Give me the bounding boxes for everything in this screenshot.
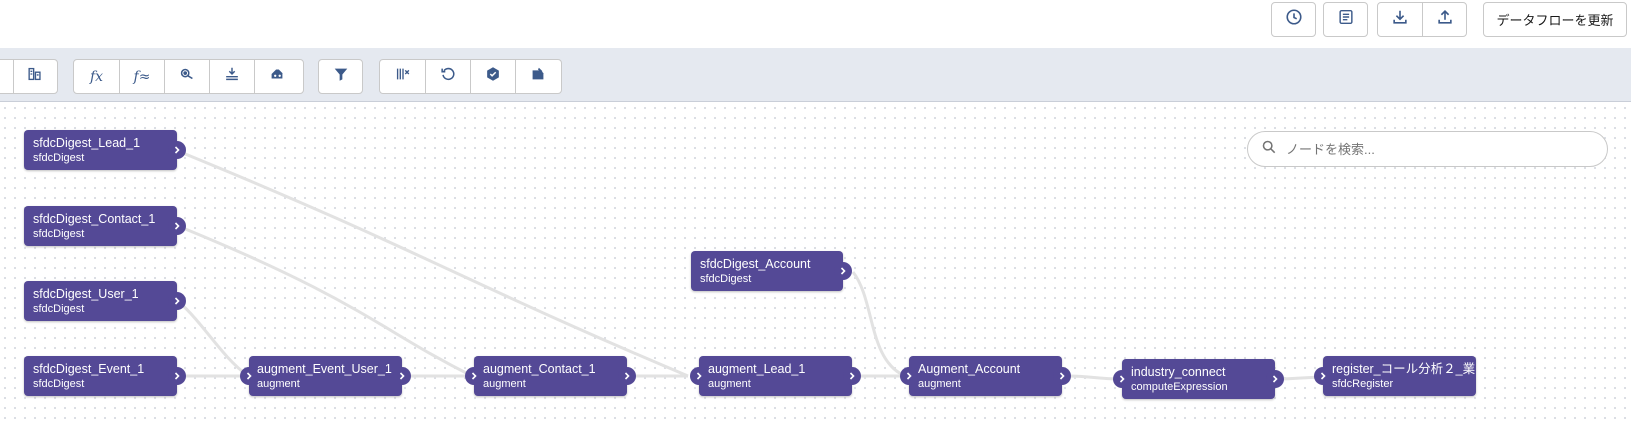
node-augment-lead-1[interactable]: augment_Lead_1 augment bbox=[690, 356, 861, 396]
document-icon bbox=[1337, 8, 1355, 31]
node-type: sfdcDigest bbox=[33, 152, 85, 164]
dataset-icon bbox=[26, 65, 44, 88]
download-button[interactable] bbox=[1378, 3, 1422, 36]
toolbar-clipped-button[interactable] bbox=[0, 60, 13, 93]
node-toolbar: fx f≈ bbox=[0, 48, 1631, 102]
flatten-icon bbox=[223, 65, 241, 88]
output-port[interactable] bbox=[1266, 370, 1284, 388]
input-port[interactable] bbox=[900, 367, 918, 385]
node-sfdcdigest-account[interactable]: sfdcDigest_Account sfdcDigest bbox=[691, 251, 852, 291]
node-type: sfdcDigest bbox=[33, 228, 85, 240]
node-name: industry_connect bbox=[1131, 365, 1226, 379]
node-industry-connect[interactable]: industry_connect computeExpression bbox=[1113, 359, 1284, 399]
node-name: augment_Contact_1 bbox=[483, 362, 596, 376]
node-sfdcdigest-user-1[interactable]: sfdcDigest_User_1 sfdcDigest bbox=[24, 281, 186, 321]
node-name: sfdcDigest_Event_1 bbox=[33, 362, 145, 376]
toolbar-group-4 bbox=[379, 59, 562, 94]
node-augment-event-user-1[interactable]: augment_Event_User_1 augment bbox=[240, 356, 411, 396]
input-port[interactable] bbox=[465, 367, 483, 385]
output-port[interactable] bbox=[843, 367, 861, 385]
compute-relative-button[interactable]: f≈ bbox=[119, 60, 164, 93]
compute-expression-button[interactable]: fx bbox=[74, 60, 119, 93]
hexagon-icon bbox=[484, 65, 502, 88]
node-type: augment bbox=[918, 378, 961, 390]
input-port[interactable] bbox=[1113, 370, 1131, 388]
input-port[interactable] bbox=[240, 367, 258, 385]
output-port[interactable] bbox=[168, 141, 186, 159]
filter-icon bbox=[332, 65, 350, 88]
slice-dataset-button[interactable] bbox=[380, 60, 425, 93]
filter-button[interactable] bbox=[319, 60, 362, 93]
node-name: augment_Event_User_1 bbox=[257, 362, 392, 376]
node-type: augment bbox=[483, 378, 526, 390]
node-type: sfdcDigest bbox=[700, 273, 752, 285]
predict-button[interactable] bbox=[254, 60, 299, 93]
formula-icon: fx bbox=[89, 68, 104, 85]
search-input[interactable] bbox=[1286, 141, 1586, 157]
node-type: sfdcDigest bbox=[33, 303, 85, 315]
register-button[interactable] bbox=[515, 60, 560, 93]
register-icon bbox=[529, 65, 547, 88]
node-name: Augment_Account bbox=[918, 362, 1021, 376]
node-type: augment bbox=[257, 378, 300, 390]
notes-button[interactable] bbox=[1323, 2, 1368, 37]
node-name: register_コール分析２_業 bbox=[1332, 362, 1476, 376]
node-name: sfdcDigest_Contact_1 bbox=[33, 212, 156, 226]
output-port[interactable] bbox=[168, 217, 186, 235]
slice-icon bbox=[394, 65, 412, 88]
dim2mea-icon bbox=[178, 65, 196, 88]
edgemart-button[interactable] bbox=[12, 60, 57, 93]
node-name: augment_Lead_1 bbox=[708, 362, 806, 376]
upload-button[interactable] bbox=[1422, 3, 1466, 36]
search-icon bbox=[1262, 140, 1276, 159]
relative-formula-icon: f≈ bbox=[133, 68, 151, 85]
node-sfdcdigest-contact-1[interactable]: sfdcDigest_Contact_1 sfdcDigest bbox=[24, 206, 186, 246]
update-button[interactable] bbox=[425, 60, 470, 93]
output-port[interactable] bbox=[1053, 367, 1071, 385]
node-augment-contact-1[interactable]: augment_Contact_1 augment bbox=[465, 356, 636, 396]
node-name: sfdcDigest_User_1 bbox=[33, 287, 139, 301]
node-search bbox=[1247, 131, 1608, 167]
toolbar-group-2: fx f≈ bbox=[73, 59, 304, 94]
input-port[interactable] bbox=[690, 367, 708, 385]
history-button[interactable] bbox=[1271, 2, 1316, 37]
node-type: sfdcDigest bbox=[33, 378, 85, 390]
output-port[interactable] bbox=[618, 367, 636, 385]
node-name: sfdcDigest_Lead_1 bbox=[33, 136, 141, 150]
node-type: sfdcRegister bbox=[1332, 378, 1394, 390]
node-type: computeExpression bbox=[1131, 381, 1228, 393]
node-augment-account[interactable]: Augment_Account augment bbox=[900, 356, 1071, 396]
input-port[interactable] bbox=[1314, 367, 1332, 385]
output-port[interactable] bbox=[393, 367, 411, 385]
node-sfdcdigest-lead-1[interactable]: sfdcDigest_Lead_1 sfdcDigest bbox=[24, 130, 186, 170]
node-name: sfdcDigest_Account bbox=[700, 257, 811, 271]
toolbar-group-3 bbox=[318, 59, 363, 94]
output-port[interactable] bbox=[834, 262, 852, 280]
download-icon bbox=[1391, 8, 1409, 31]
dim2mea-button[interactable] bbox=[164, 60, 209, 93]
export-button[interactable] bbox=[470, 60, 515, 93]
refresh-icon bbox=[439, 65, 457, 88]
header-bar: データフローを更新 bbox=[0, 0, 1631, 48]
update-dataflow-button[interactable]: データフローを更新 bbox=[1483, 2, 1627, 37]
output-port[interactable] bbox=[168, 367, 186, 385]
predict-icon bbox=[268, 65, 286, 88]
node-register-call-analysis[interactable]: register_コール分析２_業 sfdcRegister bbox=[1314, 356, 1476, 396]
node-type: augment bbox=[708, 378, 751, 390]
node-sfdcdigest-event-1[interactable]: sfdcDigest_Event_1 sfdcDigest bbox=[24, 356, 186, 396]
toolbar-group-1 bbox=[0, 59, 58, 94]
output-port[interactable] bbox=[168, 292, 186, 310]
flatten-button[interactable] bbox=[209, 60, 254, 93]
upload-icon bbox=[1436, 8, 1454, 31]
import-export-group bbox=[1377, 2, 1467, 37]
clock-icon bbox=[1285, 8, 1303, 31]
